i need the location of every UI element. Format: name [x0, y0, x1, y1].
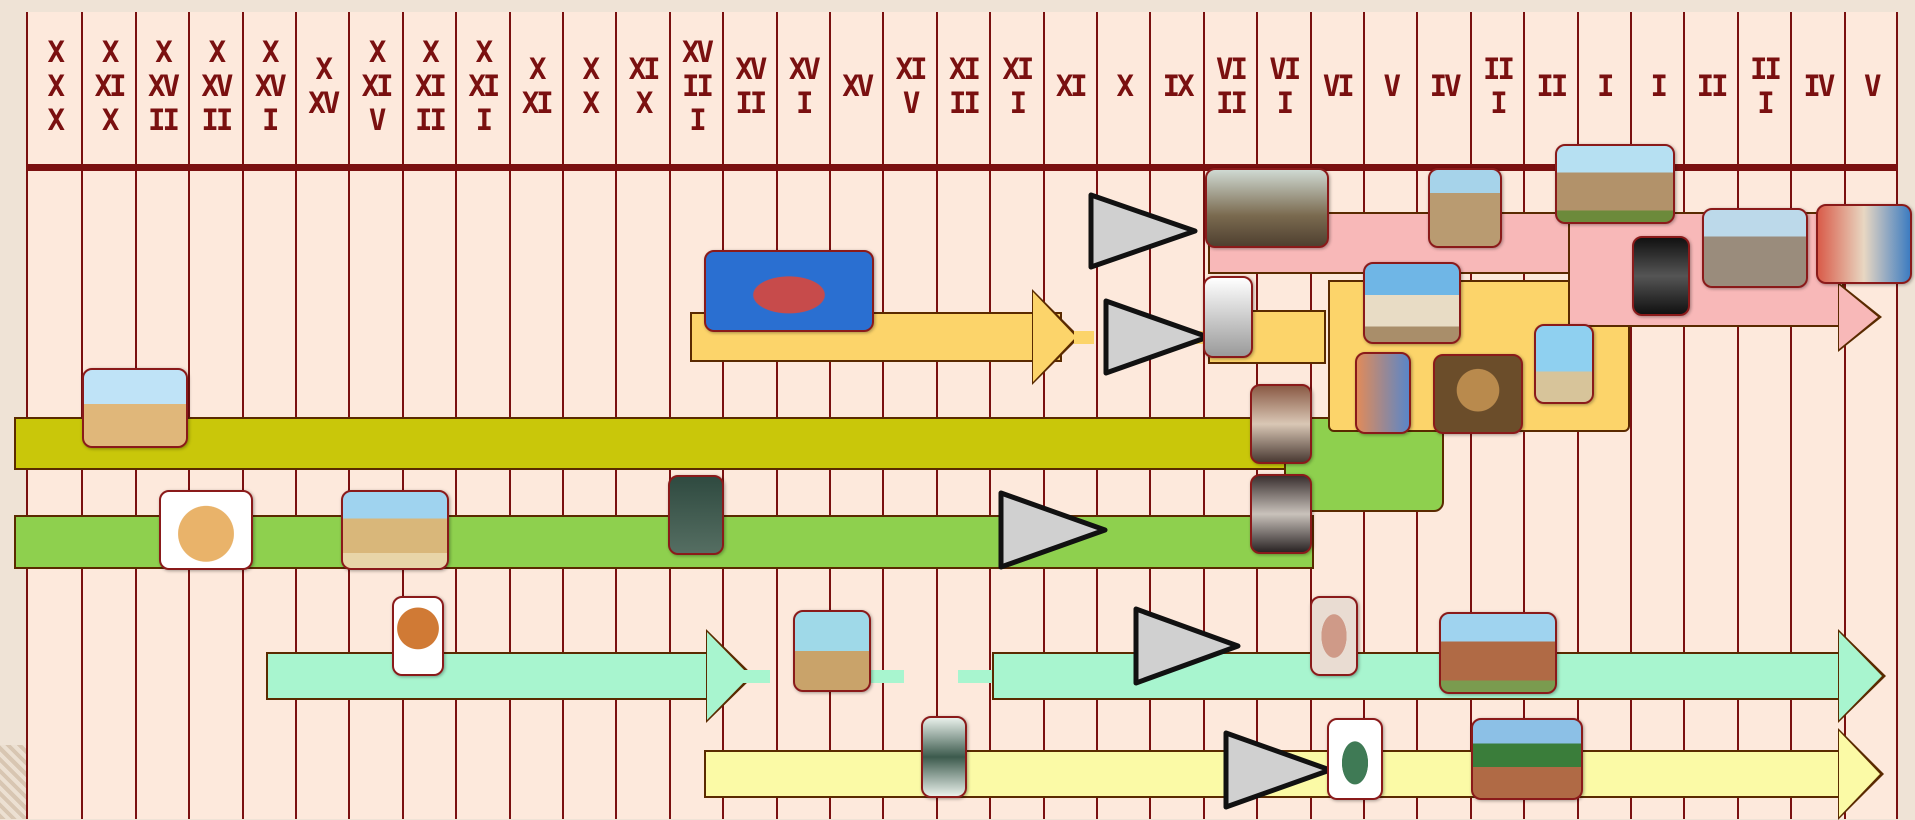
arch-of-titus-icon	[1428, 168, 1502, 248]
century-header: X X X	[28, 12, 81, 160]
battle-relief-icon	[1816, 204, 1912, 284]
century-header: XI X	[617, 12, 668, 160]
triangle-marker-icon	[1103, 298, 1211, 376]
dark-figure-icon	[1632, 236, 1690, 316]
china-arrowhead-fill	[1839, 731, 1880, 817]
century-header: II	[1685, 12, 1736, 160]
century-header: IV	[1418, 12, 1469, 160]
capitoline-wolf-icon	[1205, 168, 1329, 248]
lighthouse-icon	[1534, 324, 1594, 404]
century-header: X XI I	[457, 12, 508, 160]
decorative-corner	[0, 745, 26, 819]
century-column: X X X	[28, 12, 81, 819]
century-header: I	[1632, 12, 1683, 160]
bronze-vessel-icon	[921, 716, 967, 798]
century-header: XV	[831, 12, 882, 160]
triangle-marker-icon	[1133, 606, 1241, 686]
parthenon-icon	[1363, 262, 1461, 344]
pantheon-icon	[1702, 208, 1808, 288]
century-header: IX	[1151, 12, 1202, 160]
century-header: V	[1846, 12, 1897, 160]
alexander-mosaic-icon	[1433, 354, 1523, 434]
century-header: II I	[1472, 12, 1523, 160]
persian-relief-icon	[1250, 474, 1312, 554]
triangle-marker-icon	[998, 490, 1108, 570]
sanchi-stupa-icon	[1439, 612, 1557, 694]
century-header: VI II	[1205, 12, 1256, 160]
harappan-figure-icon	[392, 596, 444, 676]
century-header: XI	[1045, 12, 1096, 160]
century-header: VI I	[1258, 12, 1309, 160]
assyrian-relief-icon	[1250, 384, 1312, 464]
connector-dash	[736, 670, 770, 683]
ziggurat-icon	[341, 490, 449, 570]
century-header: IV	[1792, 12, 1843, 160]
code-stele-icon	[668, 475, 724, 555]
egypt-band	[14, 417, 1314, 470]
century-header: X X	[564, 12, 615, 160]
colosseum-icon	[1555, 144, 1675, 224]
century-header: II	[1525, 12, 1576, 160]
century-header: X XV II	[190, 12, 241, 160]
century-header: X XI	[511, 12, 562, 160]
roman-arrowhead-fill	[1839, 285, 1878, 349]
century-column: XI V	[882, 12, 935, 819]
century-header: XV I	[778, 12, 829, 160]
century-header: X XV	[297, 12, 348, 160]
century-header: X XI V	[350, 12, 401, 160]
century-header: XI V	[884, 12, 935, 160]
century-column: X XV II	[188, 12, 241, 819]
connector-dash	[870, 670, 904, 683]
century-header: II I	[1739, 12, 1790, 160]
connector-dash	[1074, 331, 1094, 344]
india-early-band	[266, 652, 722, 700]
century-header: VI	[1312, 12, 1363, 160]
century-header: X XI X	[83, 12, 134, 160]
century-column: XV I	[776, 12, 829, 819]
century-column: XI II	[936, 12, 989, 819]
century-header: X XI II	[404, 12, 455, 160]
confucius-icon	[1327, 718, 1383, 800]
century-header: V	[1365, 12, 1416, 160]
minoan-arrowhead-fill	[1033, 292, 1076, 382]
century-header: XV II I	[671, 12, 722, 160]
century-column: XV	[829, 12, 882, 819]
pyramids-icon	[82, 368, 188, 448]
india-late-band	[992, 652, 1840, 700]
triangle-marker-icon	[1223, 730, 1333, 810]
great-wall-icon	[1471, 718, 1583, 800]
aryan-horseman-icon	[793, 610, 871, 692]
india-late-arrowhead-fill	[1839, 632, 1882, 720]
century-header: XI II	[938, 12, 989, 160]
century-header: X XV II	[137, 12, 188, 160]
philosophers-icon	[1355, 352, 1411, 434]
connector-dash	[958, 670, 992, 683]
discobolus-icon	[1203, 276, 1253, 358]
century-header: I	[1579, 12, 1630, 160]
century-header: X	[1098, 12, 1149, 160]
century-header: X XV I	[244, 12, 295, 160]
wheel-cart-icon	[159, 490, 253, 570]
triangle-marker-icon	[1088, 192, 1198, 270]
bull-leaping-fresco-icon	[704, 250, 874, 332]
century-header: XV II	[724, 12, 775, 160]
buddha-statue-icon	[1310, 596, 1358, 676]
century-header: XI I	[991, 12, 1042, 160]
